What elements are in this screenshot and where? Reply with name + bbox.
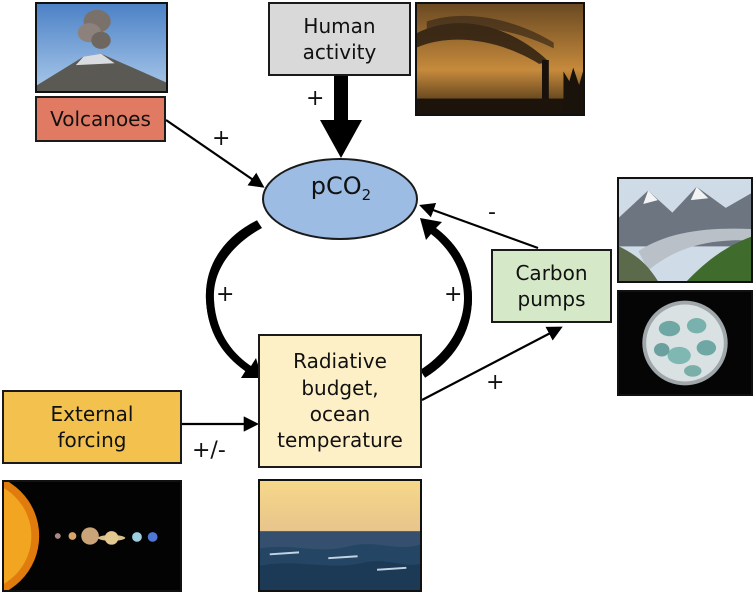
- volcanoes-node: Volcanoes: [35, 96, 166, 142]
- sign-radiative-to-pumps: +: [486, 370, 505, 395]
- glacier-photo: [617, 177, 753, 283]
- arrow-radiative-to-pumps: [421, 326, 563, 401]
- pco2-label: pCO2: [262, 172, 420, 204]
- sign-volcano-to-pco2: +: [212, 126, 231, 151]
- arrow-volcano-to-pco2: [165, 119, 265, 188]
- sign-pco2-to-radiative: +: [216, 282, 235, 307]
- human-activity-node: Human activity: [268, 2, 411, 76]
- carbon-pumps-node: Carbon pumps: [491, 249, 612, 323]
- volcano-photo: [35, 2, 168, 93]
- sign-pumps-to-pco2: -: [488, 200, 496, 225]
- external-forcing-line2: forcing: [57, 428, 127, 452]
- radiative-line4: temperature: [277, 428, 403, 453]
- arrow-pumps-to-pco2: [419, 202, 539, 250]
- coccolithophore-photo: [617, 290, 753, 396]
- radiative-line3: ocean: [309, 402, 371, 426]
- human-activity-line1: Human: [303, 13, 376, 38]
- volcanoes-label: Volcanoes: [50, 106, 151, 131]
- pco2-subscript: 2: [361, 185, 372, 204]
- human-activity-line2: activity: [302, 40, 377, 64]
- carbon-pumps-line1: Carbon: [515, 260, 588, 285]
- radiative-line1: Radiative: [293, 349, 387, 374]
- sign-radiative-to-pco2: +: [444, 282, 463, 307]
- sign-external-to-radiative: +/-: [192, 438, 226, 463]
- factory-smoke-photo: [415, 2, 585, 116]
- arrow-human-to-pco2: [320, 75, 362, 158]
- ocean-sunset-photo: [258, 479, 422, 592]
- external-forcing-line1: External: [50, 401, 134, 426]
- radiative-budget-node: Radiative budget, ocean temperature: [258, 334, 422, 468]
- pco2-main: pCO: [310, 172, 362, 200]
- sign-human-to-pco2: +: [306, 86, 325, 111]
- radiative-line2: budget,: [301, 375, 379, 400]
- carbon-pumps-line2: pumps: [517, 287, 586, 311]
- external-forcing-node: External forcing: [2, 390, 182, 464]
- pco2-node: [262, 158, 418, 240]
- solar-system-photo: [2, 480, 182, 592]
